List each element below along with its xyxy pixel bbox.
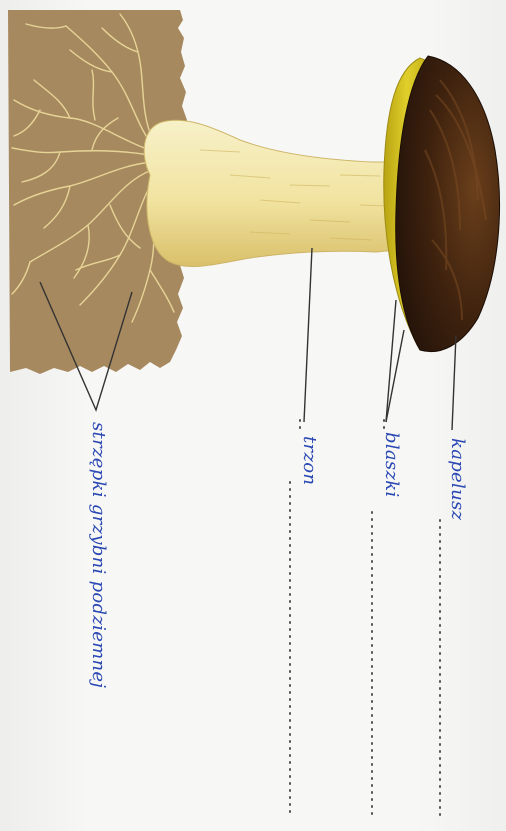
leader-gills-b [386,330,404,422]
leader-gills-a [386,300,396,422]
leader-stem [304,248,312,422]
leader-cap [452,335,456,430]
label-mycelium: strzępki grzybni podziemnej [88,422,109,688]
label-cap: kapelusz [447,438,468,521]
stem-shape [144,120,398,266]
label-gills: blaszki [381,432,402,498]
label-stem: trzon [299,436,320,485]
